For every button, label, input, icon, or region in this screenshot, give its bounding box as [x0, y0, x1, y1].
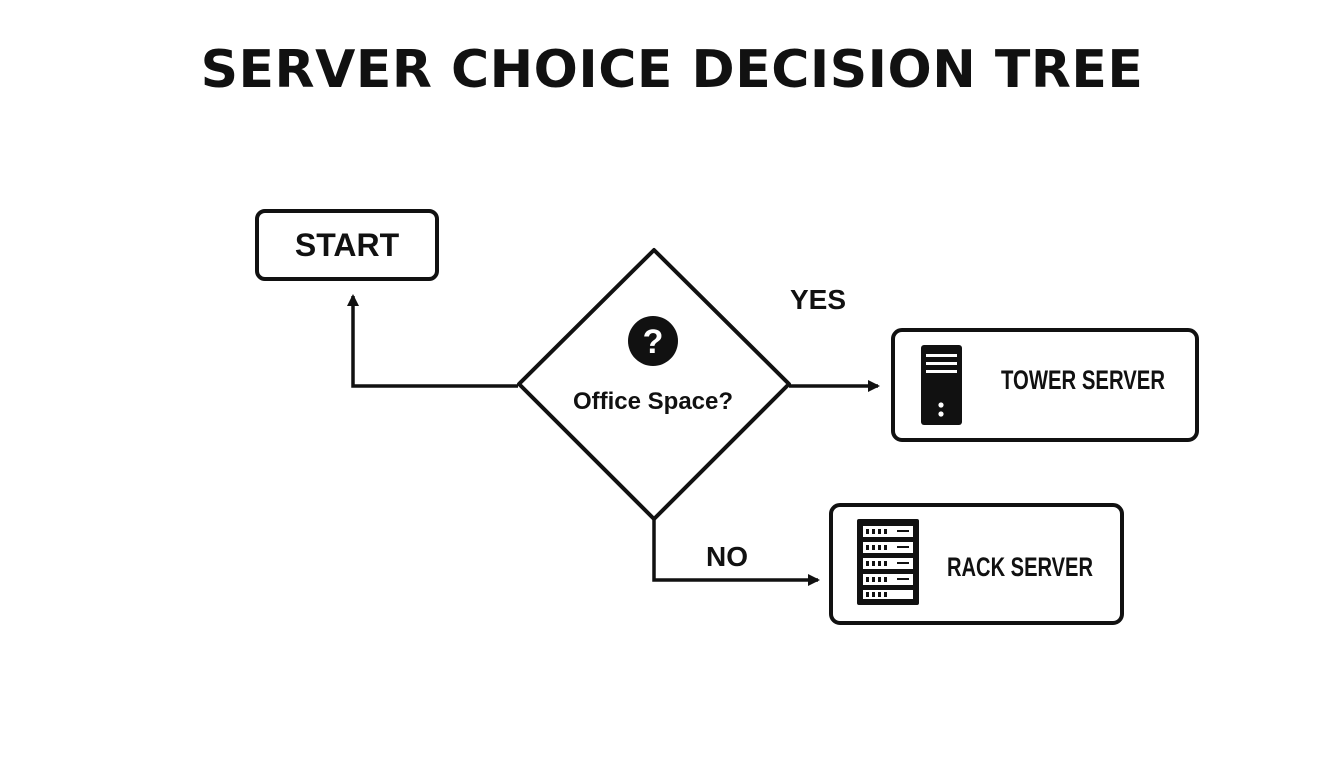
no-label: NO [706, 541, 748, 572]
start-label: START [295, 227, 400, 263]
rack-server-node: RACK SERVER [829, 503, 1124, 625]
edge-decision-to-start [347, 294, 518, 388]
tower-server-icon [921, 345, 962, 425]
rack-server-icon [857, 519, 919, 605]
decision-label: Office Space? [573, 388, 733, 415]
decision-node: ? Office Space? [517, 248, 791, 521]
question-glyph: ? [643, 323, 664, 361]
diagram-title: SERVER CHOICE DECISION TREE [200, 40, 1144, 100]
yes-label: YES [790, 284, 846, 315]
tower-server-node: TOWER SERVER [891, 328, 1199, 442]
tower-server-label: TOWER SERVER [1001, 365, 1165, 395]
question-mark-icon: ? [628, 316, 678, 366]
start-node: START [255, 209, 439, 281]
edge-no [652, 519, 820, 586]
rack-server-label: RACK SERVER [947, 552, 1093, 582]
